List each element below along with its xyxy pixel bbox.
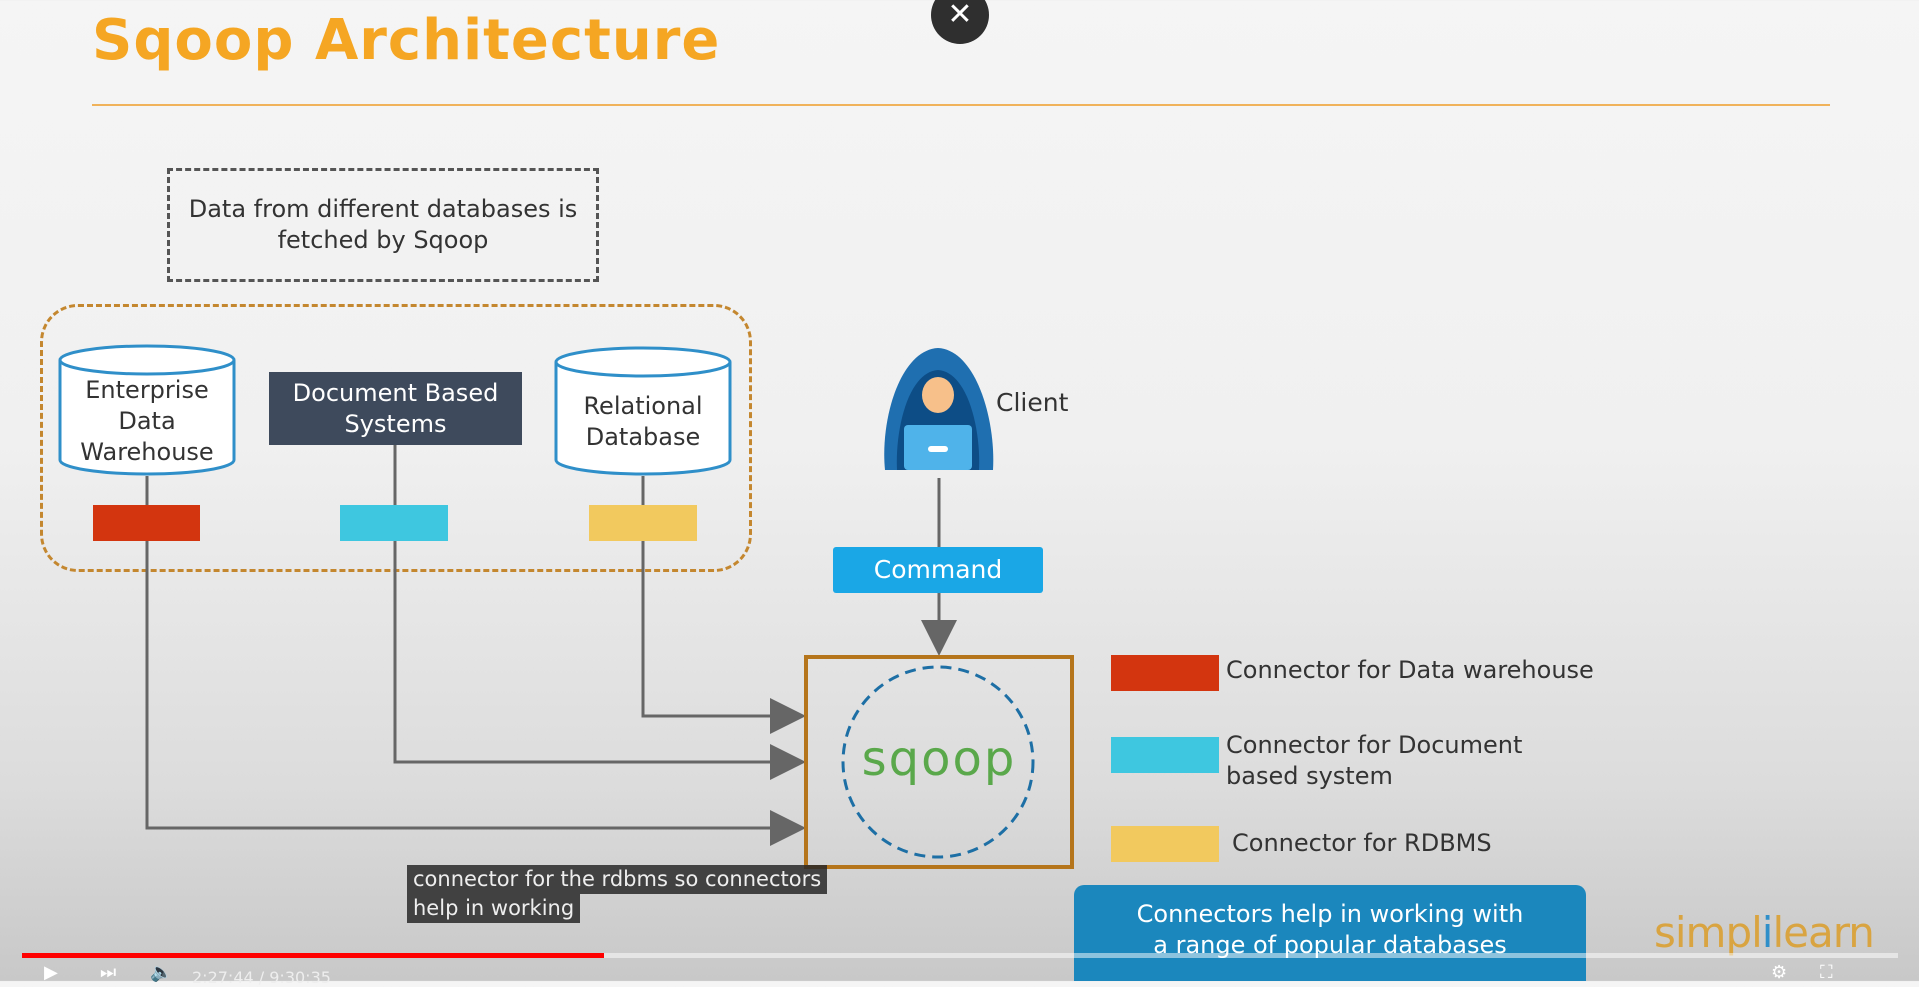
warehouse-route (145, 541, 806, 846)
warehouse-cylinder (58, 344, 236, 476)
simplilearn-logo: simplilearn (1654, 908, 1875, 957)
sqoop-box (804, 655, 1074, 869)
time-display: 2:27:44 / 9:30:35 (192, 968, 331, 987)
caption-line-1: connector for the rdbms so connectors (407, 865, 828, 894)
legend-rdbms: Connector for RDBMS (1232, 829, 1492, 857)
warehouse-label: Enterprise Data Warehouse (80, 376, 214, 466)
fetch-note-text: Data from different databases is fetched… (188, 195, 578, 254)
warehouse-connector (93, 505, 200, 541)
connectors-callout: Connectors help in working with a range … (1074, 885, 1586, 981)
client-label: Client (996, 388, 1069, 417)
rdbms-route (641, 541, 806, 734)
legend-swatch-rdbms (1111, 826, 1219, 862)
title-divider (92, 104, 1830, 106)
sqoop-circle (841, 665, 1035, 859)
progress-track[interactable] (22, 953, 1898, 958)
document-systems-box: Document Based Systems (269, 372, 522, 445)
legend-document: Connector for Document based system (1226, 731, 1523, 790)
document-connector (340, 505, 448, 541)
next-icon[interactable]: ⏭ (100, 962, 117, 983)
client-icon (884, 348, 994, 470)
play-icon[interactable]: ▶ (44, 962, 58, 983)
legend-swatch-document (1111, 737, 1219, 773)
caption-line-2: help in working (407, 894, 581, 923)
relational-cylinder (554, 346, 732, 476)
relational-label: Relational Database (583, 392, 703, 451)
fullscreen-icon[interactable]: ⛶ (1820, 962, 1833, 983)
slide-title: Sqoop Architecture (92, 8, 721, 73)
fetch-note: Data from different databases is fetched… (167, 168, 599, 282)
progress-played[interactable] (22, 953, 604, 958)
command-box: Command (833, 547, 1043, 593)
close-icon[interactable]: ✕ (947, 0, 973, 32)
volume-icon[interactable]: 🔈 (150, 962, 173, 983)
sqoop-logo-icon: sqoop (861, 731, 1017, 787)
document-route (393, 541, 806, 780)
settings-icon[interactable]: ⚙ (1771, 962, 1788, 983)
legend-warehouse: Connector for Data warehouse (1226, 656, 1594, 684)
rdbms-connector (589, 505, 697, 541)
legend-swatch-warehouse (1111, 655, 1219, 691)
